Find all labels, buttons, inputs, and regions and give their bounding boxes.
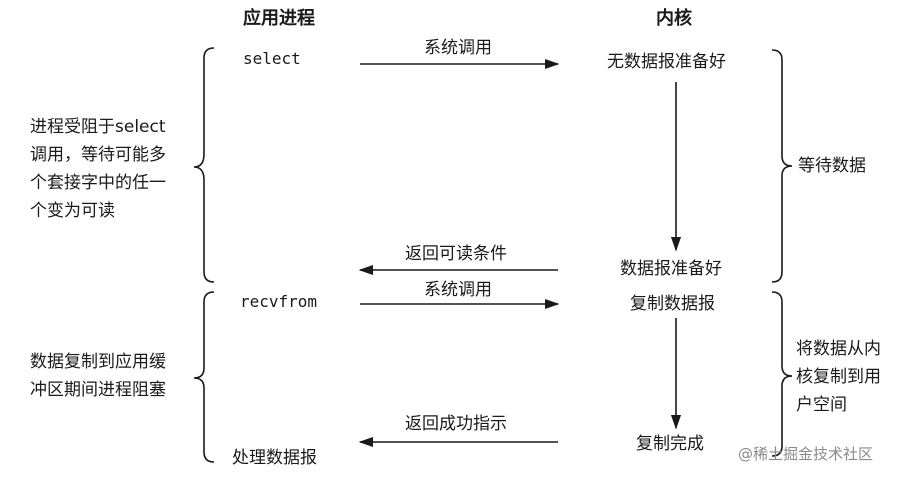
note-blocked-in-copy: 数据复制到应用缓 冲区期间进程阻塞	[30, 348, 166, 404]
note-line: 调用，等待可能多	[30, 145, 166, 165]
kernel-step-copy-datagram: 复制数据报	[630, 294, 715, 314]
note-line: 核复制到用	[796, 367, 881, 387]
note-line: 个套接字中的任一	[30, 173, 166, 193]
header-kernel: 内核	[656, 8, 692, 29]
kernel-step-copy-complete: 复制完成	[636, 434, 704, 454]
left-brace-copy	[193, 291, 215, 463]
note-line: 个变为可读	[30, 201, 115, 221]
note-line: 进程受阻于select	[30, 117, 166, 137]
kernel-step-datagram-ready: 数据报准备好	[620, 259, 722, 279]
label-return-readable: 返回可读条件	[405, 244, 507, 264]
left-brace-select	[193, 47, 215, 283]
app-step-select: select	[243, 49, 301, 68]
note-wait-for-data: 等待数据	[798, 156, 866, 176]
note-line: 冲区期间进程阻塞	[30, 380, 166, 400]
app-step-process-datagram: 处理数据报	[232, 448, 317, 468]
kernel-step-no-datagram-ready: 无数据报准备好	[607, 52, 726, 72]
note-line: 将数据从内	[796, 339, 881, 359]
right-brace-wait	[771, 49, 793, 283]
note-copy-to-user: 将数据从内 核复制到用 户空间	[796, 335, 881, 419]
label-syscall-1: 系统调用	[424, 38, 492, 58]
app-step-recvfrom: recvfrom	[240, 292, 318, 311]
note-line: 数据复制到应用缓	[30, 352, 166, 372]
note-blocked-in-select: 进程受阻于select 调用，等待可能多 个套接字中的任一 个变为可读	[30, 113, 166, 225]
label-return-success: 返回成功指示	[405, 414, 507, 434]
right-brace-copy	[771, 291, 793, 457]
label-syscall-2: 系统调用	[424, 280, 492, 300]
header-app-process: 应用进程	[243, 8, 315, 29]
note-line: 户空间	[796, 395, 847, 415]
watermark: @稀土掘金技术社区	[738, 445, 874, 463]
